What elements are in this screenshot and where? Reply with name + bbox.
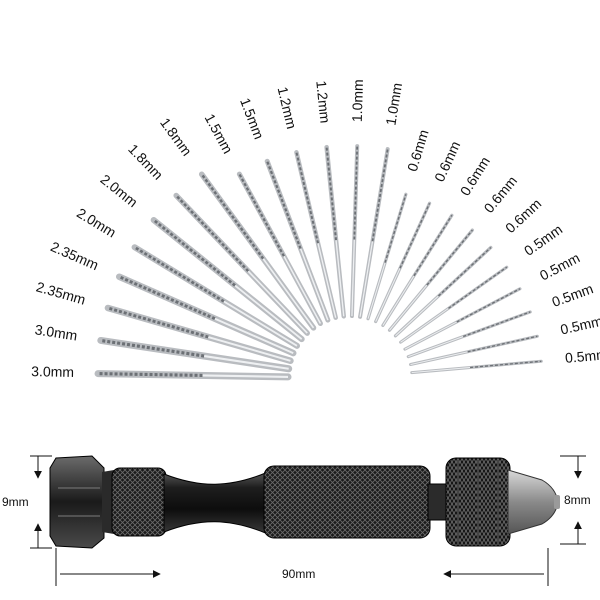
drill-bit [198, 171, 317, 331]
bit-size-label: 1.0mm [349, 79, 366, 122]
drill-bit [406, 310, 532, 359]
drill-bit [387, 228, 475, 332]
drill-bit [399, 265, 509, 344]
hex-end-cap [49, 455, 105, 549]
bit-size-label: 0.6mm [481, 173, 521, 216]
bit-size-label: 0.6mm [431, 139, 463, 185]
length-label: 90mm [282, 567, 315, 581]
bit-size-label: 3.0mm [31, 363, 74, 380]
bit-size-label: 0.5mm [537, 249, 582, 283]
rear-knurled-grip [111, 467, 167, 537]
bit-size-label: 2.35mm [48, 238, 101, 273]
drill-bit [403, 287, 522, 351]
bit-size-label: 0.5mm [559, 313, 600, 338]
bit-size-label: 2.35mm [34, 278, 87, 307]
drill-bit [410, 359, 543, 375]
chuck-diameter-label: 8mm [564, 493, 591, 507]
drill-bit [115, 273, 297, 357]
bit-size-label: 1.2mm [313, 80, 333, 124]
drill-bit [236, 171, 323, 327]
chuck-tip [507, 469, 559, 535]
bit-size-label: 0.6mm [502, 195, 544, 236]
drill-bit [97, 336, 293, 373]
pin-vise-hand-drill [49, 455, 560, 549]
drill-bit [366, 192, 408, 321]
drill-bit [294, 150, 338, 320]
drill-bit [374, 201, 432, 324]
drill-bit [94, 370, 292, 381]
drill-bit-fan [94, 144, 543, 381]
drill-bit [409, 334, 539, 367]
bit-size-label: 0.6mm [404, 128, 432, 174]
bit-size-label: 2.0mm [97, 171, 140, 210]
drill-bit [358, 147, 390, 319]
butt-diameter-label: 9mm [2, 495, 29, 509]
bit-size-label: 1.0mm [382, 82, 405, 127]
front-knurled-grip [263, 465, 431, 539]
drill-bit [324, 144, 347, 319]
bit-size-label: 1.5mm [202, 111, 236, 156]
bit-size-label: 1.2mm [275, 85, 300, 130]
drill-bit [150, 217, 305, 343]
bit-size-label: 3.0mm [34, 321, 79, 343]
drill-bit [104, 304, 294, 365]
bit-size-label: 0.5mm [564, 346, 600, 366]
drill-bit [393, 245, 493, 338]
drill-bit [349, 144, 360, 319]
drill-bit [131, 244, 301, 349]
bit-size-label: 0.5mm [521, 221, 565, 259]
drill-bit [264, 158, 331, 323]
bit-size-label: 0.5mm [550, 280, 596, 310]
bit-size-label: 0.6mm [457, 154, 493, 199]
bit-size-label: 1.8mm [125, 141, 166, 183]
dimension-annotations: 9mm 8mm 90mm [2, 455, 591, 586]
drill-bit [381, 213, 454, 328]
handle-waist [163, 471, 269, 535]
bit-size-label: 2.0mm [74, 205, 119, 241]
drill-bit [173, 192, 310, 336]
bit-size-label: 1.8mm [157, 115, 195, 159]
bit-size-label: 1.5mm [237, 96, 267, 142]
